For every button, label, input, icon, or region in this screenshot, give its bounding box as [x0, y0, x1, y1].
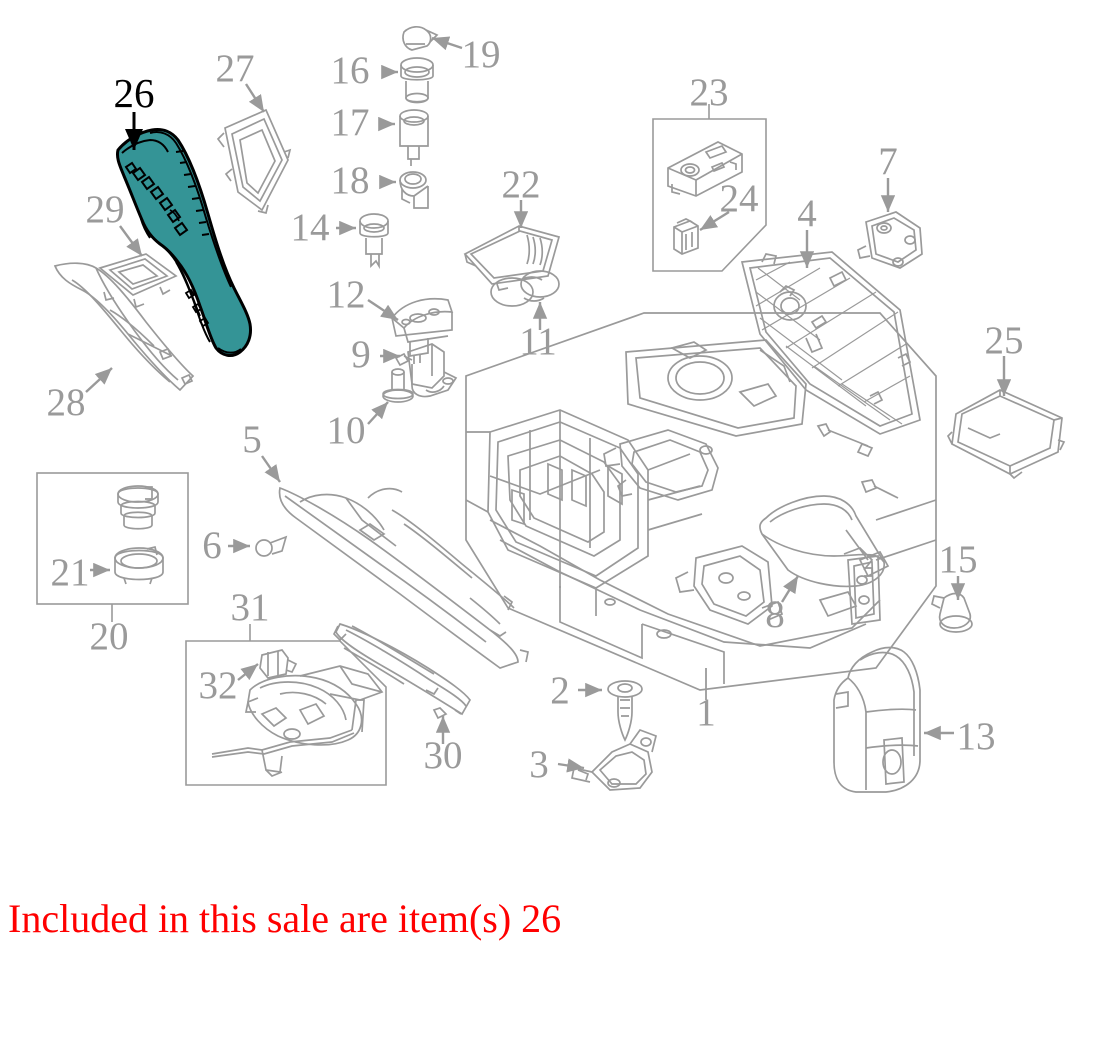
leader-lines	[85, 36, 1012, 773]
label-9: 9	[351, 333, 371, 376]
part-4-console-side-panel	[740, 251, 921, 435]
leader-32	[237, 663, 259, 681]
label-32: 32	[199, 664, 238, 707]
group-box-31	[185, 624, 387, 786]
group-box-23	[652, 104, 767, 272]
leader-5	[261, 455, 281, 483]
part-14-grommet-plug	[359, 213, 389, 270]
label-11: 11	[519, 320, 557, 363]
label-23: 23	[690, 71, 729, 114]
label-22: 22	[502, 163, 541, 206]
label-29: 29	[86, 188, 125, 231]
part-3-bracket-retainer	[571, 728, 658, 791]
label-6: 6	[202, 524, 222, 567]
label-2: 2	[550, 669, 570, 712]
label-30: 30	[424, 734, 463, 777]
part-number-labels: 1 2 3 4 5 6 7 8 9 10 11 12 13 14 15 16 1…	[47, 33, 1024, 786]
label-17: 17	[331, 101, 370, 144]
part-30-console-lower-trim-strip	[332, 622, 472, 720]
label-15: 15	[939, 538, 978, 581]
part-24-connector-block	[673, 218, 699, 255]
part-7-hinge-bracket	[857, 211, 923, 269]
brake-handle-assembly	[244, 665, 384, 746]
part-31-parking-brake-group	[211, 649, 384, 777]
part-number-label-highlighted: 26	[114, 70, 155, 116]
part-20-cup-holder-ring-set	[114, 485, 164, 585]
label-24: 24	[720, 177, 759, 220]
leader-28	[85, 367, 113, 393]
label-19: 19	[462, 33, 501, 76]
part-27-console-upper-cover-panel	[216, 108, 292, 215]
part-22-storage-tray-insert	[463, 225, 561, 291]
leader-24	[699, 210, 730, 232]
label-20: 20	[90, 615, 129, 658]
label-3: 3	[529, 743, 549, 786]
sale-inclusion-note: Included in this sale are item(s) 26	[8, 896, 562, 941]
label-27: 27	[216, 47, 255, 90]
part-1-center-console-assembly	[465, 312, 937, 691]
label-16: 16	[331, 49, 370, 92]
leader-12	[367, 299, 399, 321]
part-12-switch-bezel-panel	[390, 297, 454, 364]
brake-cable	[211, 699, 365, 777]
part-5-console-side-trim-left	[278, 486, 529, 669]
part-29-shifter-bezel	[98, 253, 178, 309]
leader-27	[244, 83, 266, 113]
label-13: 13	[957, 715, 996, 758]
label-21: 21	[51, 551, 90, 594]
part-2-screw-fastener	[607, 680, 643, 742]
part-13-rear-console-end-cap	[833, 646, 921, 793]
part-15-conical-plug	[931, 592, 973, 633]
label-4: 4	[797, 192, 817, 235]
group-box-20	[36, 472, 189, 622]
label-25: 25	[985, 319, 1024, 362]
label-26: 26	[114, 70, 155, 116]
part-26-console-side-trim-highlighted	[116, 128, 252, 357]
label-10: 10	[327, 409, 366, 452]
label-5: 5	[242, 418, 262, 461]
part-16-push-rivet-fastener	[400, 57, 434, 104]
cup-ring-lower	[114, 545, 164, 585]
label-31: 31	[231, 586, 270, 629]
label-7: 7	[878, 140, 898, 183]
label-1: 1	[696, 691, 716, 734]
part-18-angled-clip	[399, 171, 429, 209]
leader-29	[119, 225, 143, 257]
part-10-bolt-fastener	[382, 368, 414, 403]
part-6-push-pin-clip	[255, 535, 288, 557]
cup-ring-upper	[117, 485, 159, 530]
part-25-storage-bin-tray	[946, 389, 1066, 480]
part-9-latch-bracket	[394, 343, 458, 398]
leader-19	[431, 36, 463, 51]
leader-10	[367, 401, 389, 425]
part-11-cup-holder-insert	[490, 270, 560, 307]
console-bolts	[816, 423, 899, 499]
leader-8	[780, 575, 800, 603]
part-23-switch-assembly-group	[667, 141, 743, 255]
part-28-front-console-trim	[53, 262, 195, 392]
label-28: 28	[47, 381, 86, 424]
part-32-brake-handle-clip	[259, 649, 298, 679]
label-12: 12	[327, 273, 366, 316]
label-8: 8	[765, 593, 785, 636]
label-14: 14	[291, 206, 330, 249]
part-17-cylindrical-bushing	[399, 109, 429, 166]
leader-3	[557, 758, 585, 773]
label-18: 18	[331, 159, 370, 202]
